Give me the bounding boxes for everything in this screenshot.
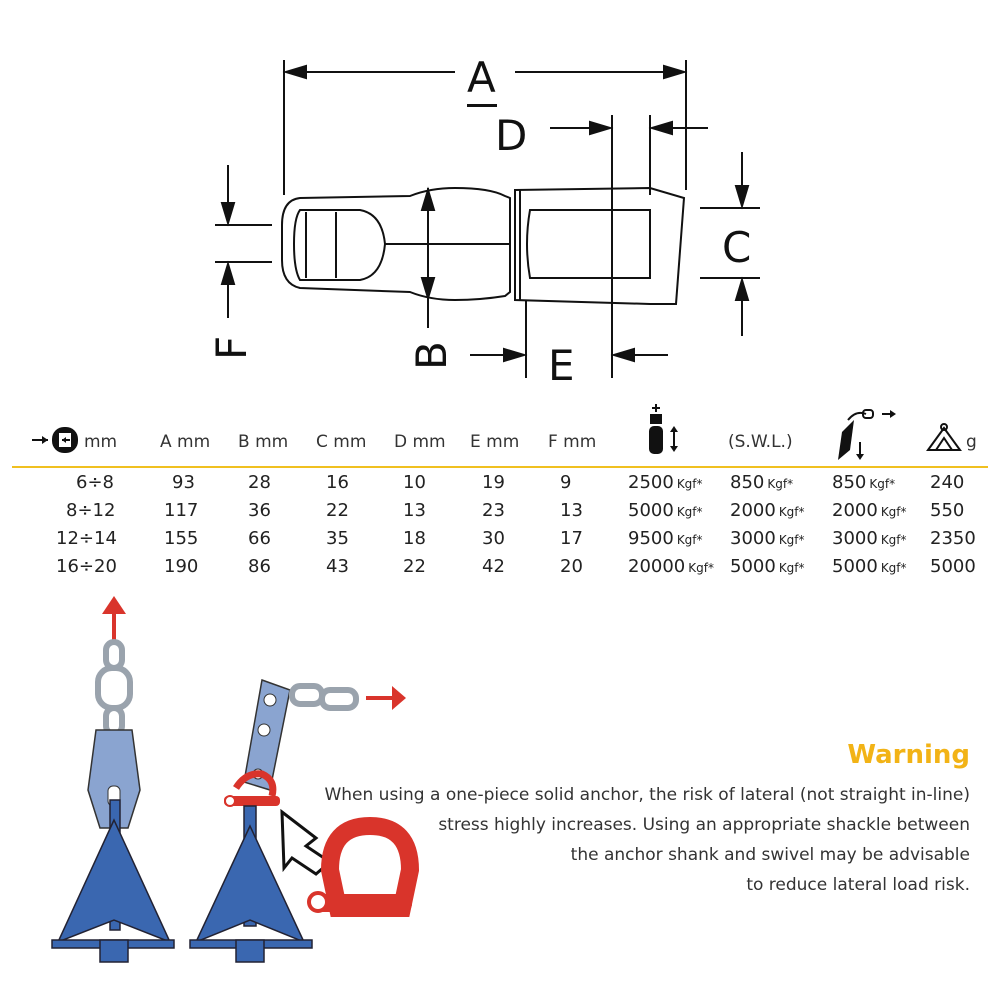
dim-label-a: A [467,53,496,102]
vertical-load-icon [649,404,678,454]
dim-label-c: C [722,223,751,272]
cell-b: 86 [248,556,271,577]
cell-size: 8÷12 [66,500,116,521]
cell-a: 190 [164,556,199,577]
cell-f: 17 [560,528,583,549]
header-e: E mm [470,432,520,452]
header-f: F mm [548,432,597,452]
cell-f: 9 [560,472,572,493]
header-chain-size: mm [84,432,118,452]
lateral-load-icon [838,409,896,460]
warning-line: the anchor shank and swivel may be advis… [570,845,970,865]
header-weight: g [966,432,977,452]
cell-weight: 550 [930,500,965,521]
warning-line: to reduce lateral load risk. [746,875,970,895]
warning-line: stress highly increases. Using an approp… [438,815,970,835]
cell-a: 117 [164,500,199,521]
cell-size: 6÷8 [76,472,114,493]
cell-weight: 5000 [930,556,976,577]
cell-f: 20 [560,556,583,577]
cell-f: 13 [560,500,583,521]
spec-table: mm A mm B mm C mm D mm E mm F mm (S.W.L.… [0,400,1000,590]
header-rule [12,466,988,468]
swivel-dimension-drawing: A D C E F B [0,0,1000,400]
cell-e: 30 [482,528,505,549]
cell-e: 19 [482,472,505,493]
cell-size: 12÷14 [56,528,117,549]
cell-a: 93 [172,472,195,493]
cell-e: 23 [482,500,505,521]
cell-weight: 2350 [930,528,976,549]
header-a: A mm [160,432,211,452]
header-c: C mm [316,432,367,452]
cell-c: 35 [326,528,349,549]
cell-e: 42 [482,556,505,577]
dim-label-f: F [207,336,256,360]
cell-d: 18 [403,528,426,549]
weight-icon [926,423,962,451]
warning-line: When using a one-piece solid anchor, the… [324,785,970,805]
lateral-pull-anchor [189,678,420,963]
cell-d: 10 [403,472,426,493]
header-d: D mm [394,432,446,452]
cell-c: 43 [326,556,349,577]
cell-b: 36 [248,500,271,521]
warning-text: When using a one-piece solid anchor, the… [290,780,970,900]
dim-label-b: B [407,341,456,370]
cell-b: 66 [248,528,271,549]
straight-pull-anchor [51,596,175,963]
cell-d: 22 [403,556,426,577]
chain-size-icon [32,427,78,453]
header-b: B mm [238,432,289,452]
anchor-swivel-illustration [0,590,420,1000]
cell-c: 22 [326,500,349,521]
dim-label-d: D [495,111,527,160]
header-swl: (S.W.L.) [728,432,793,452]
warning-title: Warning [847,740,970,770]
cell-b: 28 [248,472,271,493]
cell-d: 13 [403,500,426,521]
cell-a: 155 [164,528,199,549]
cell-size: 16÷20 [56,556,117,577]
dim-label-e: E [548,341,575,390]
cell-weight: 240 [930,472,965,493]
cell-c: 16 [326,472,349,493]
